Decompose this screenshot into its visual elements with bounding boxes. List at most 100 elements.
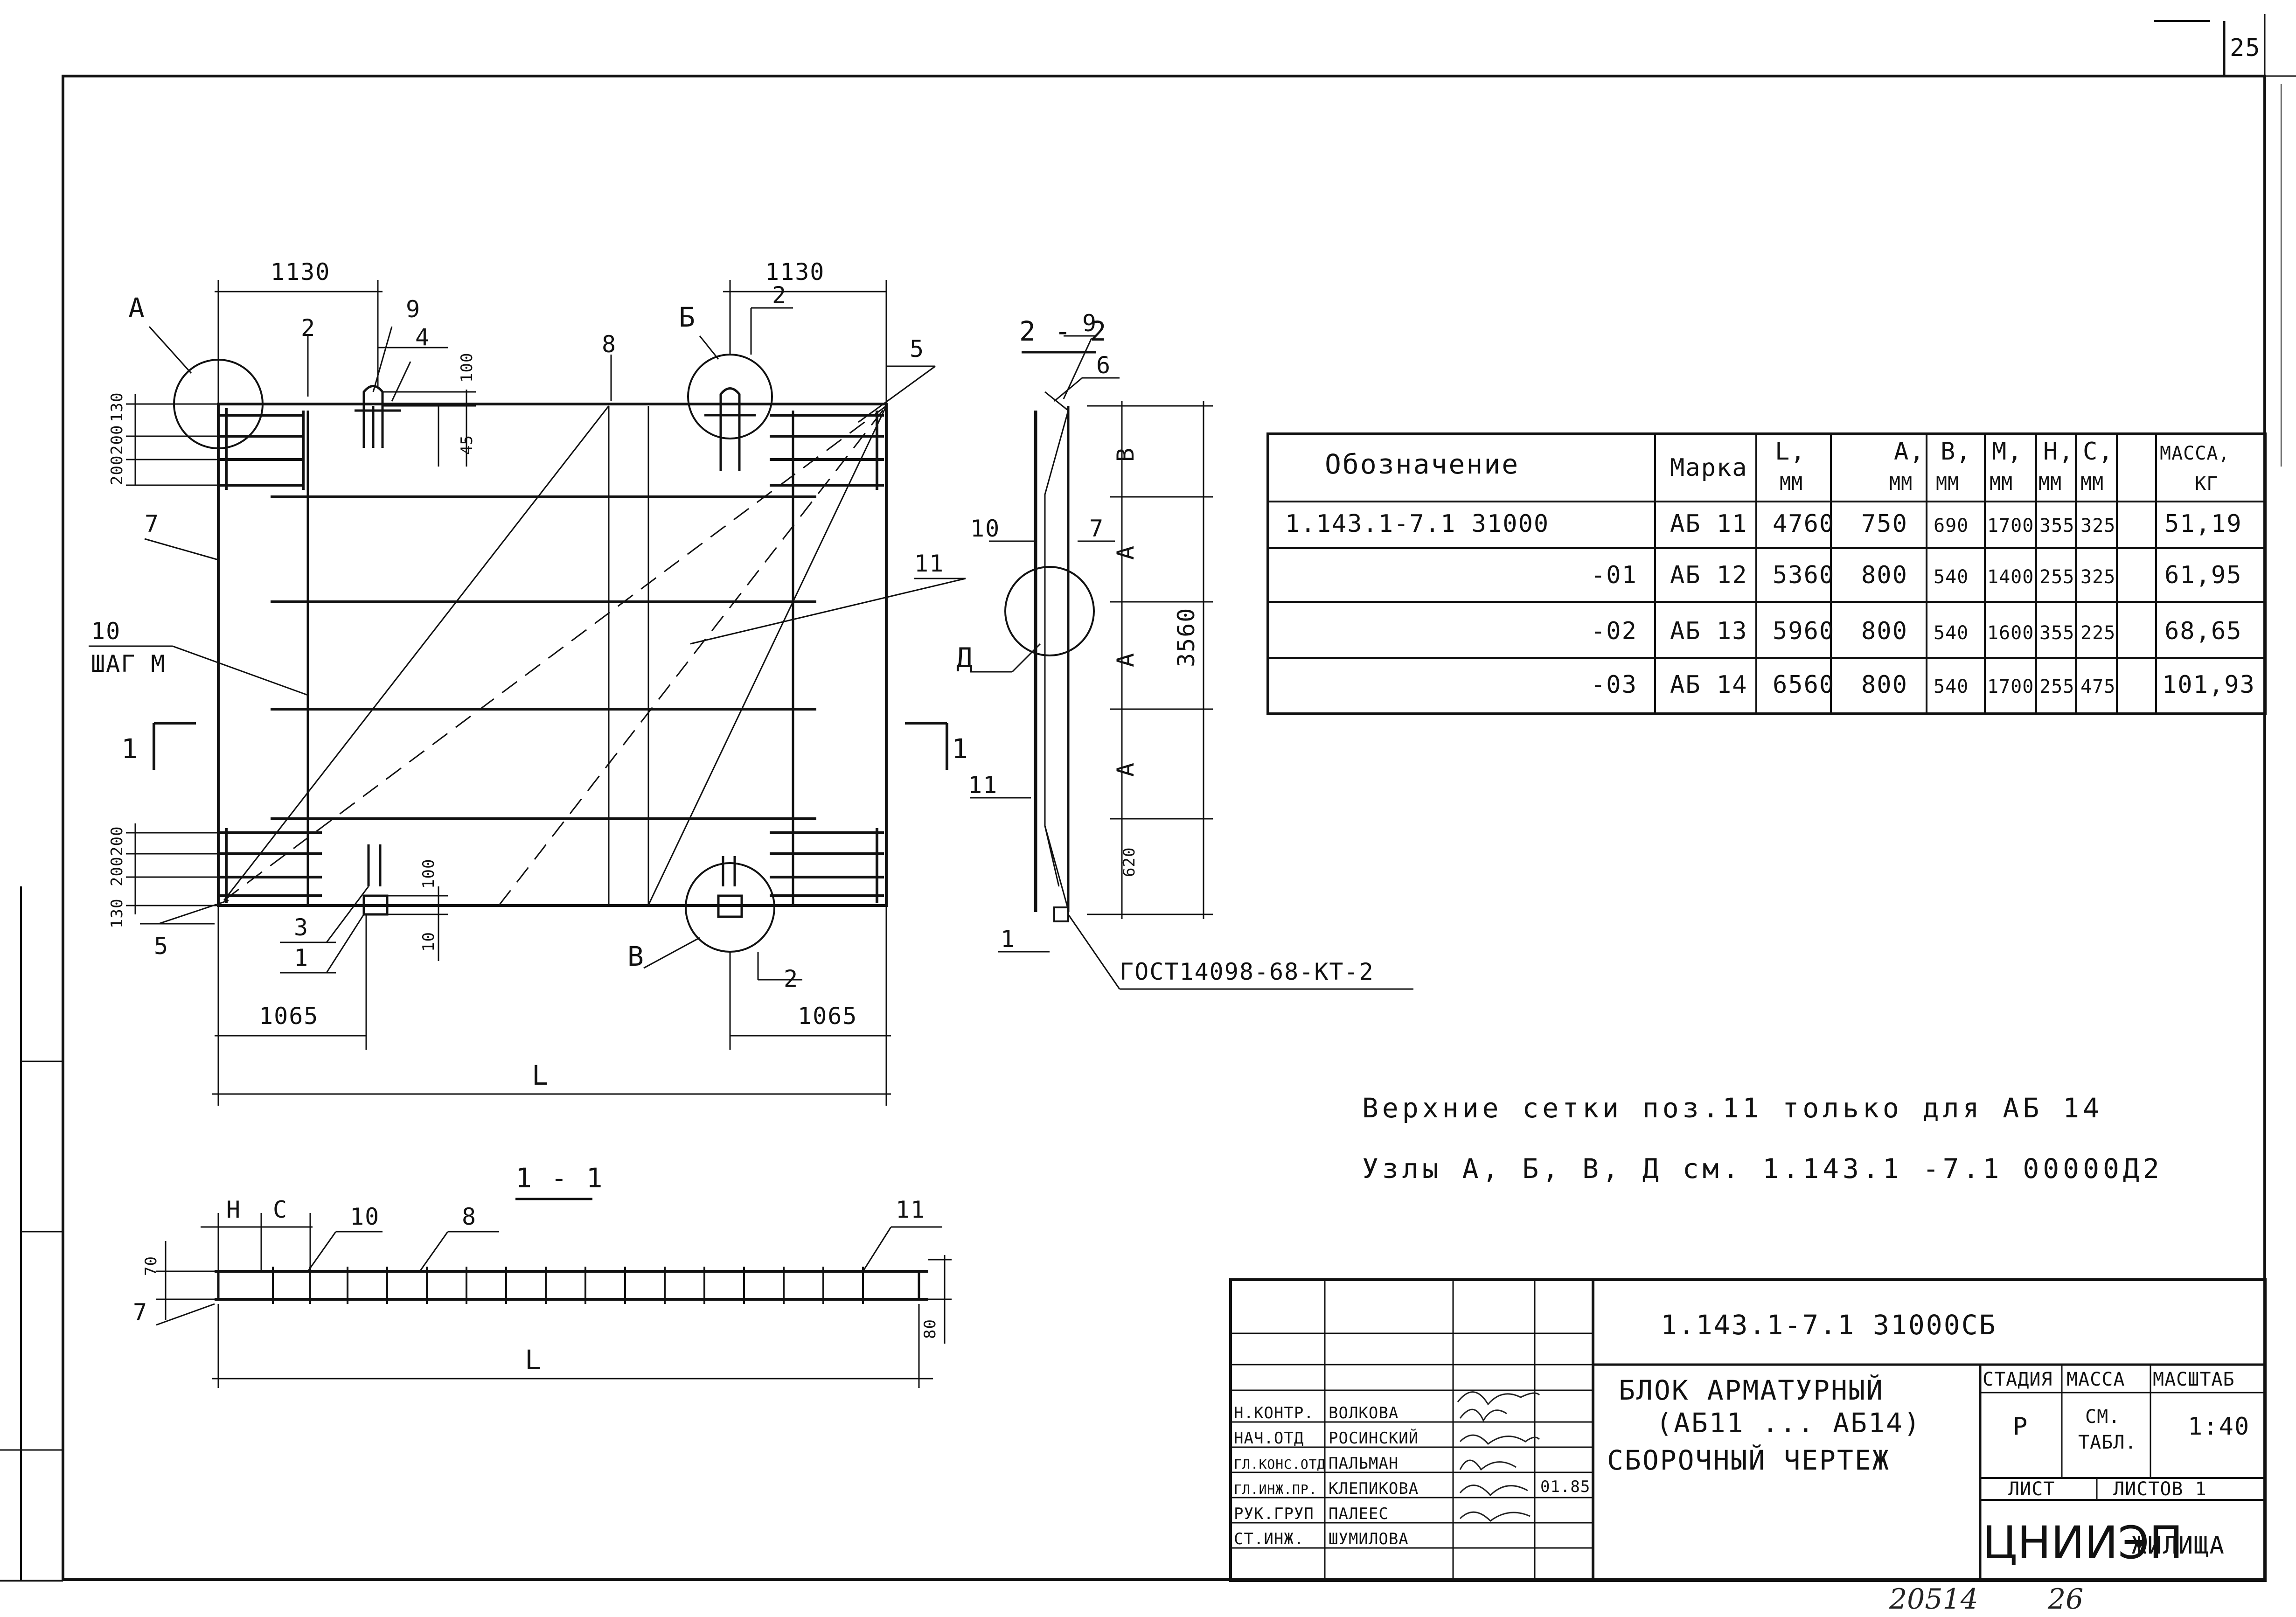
- staff-name-0: ВОЛКОВА: [1329, 1404, 1398, 1422]
- node-v-label: В: [627, 941, 645, 972]
- section-1-1-title: 1 - 1: [515, 1162, 604, 1194]
- dim-left-bottom-1: 200: [108, 826, 126, 856]
- td-r3-c: 475: [2080, 676, 2115, 697]
- dim-h: Н: [226, 1196, 241, 1223]
- td-r1-m: 1400: [1987, 566, 2034, 588]
- pos-1-s22: 1: [1001, 926, 1016, 953]
- plan-view: [89, 280, 966, 1106]
- org-small: ЖИЛИЩА: [2132, 1532, 2225, 1560]
- staff-role-4: РУК.ГРУП: [1234, 1505, 1314, 1523]
- dim-a2-s22: А: [1112, 652, 1139, 667]
- title-block: [1229, 1278, 2267, 1582]
- dim-3560-s22: 3560: [1173, 607, 1200, 667]
- dim-80: 80: [921, 1319, 939, 1339]
- section-2-2: [970, 335, 1413, 990]
- td-r0-m: 1700: [1987, 515, 2034, 537]
- left-bottom-mesh: [219, 828, 322, 903]
- staff-role-1: НАЧ.ОТД: [1234, 1429, 1304, 1448]
- th-mark: Марка: [1670, 454, 1748, 482]
- staff-name-1: РОСИНСКИЙ: [1329, 1429, 1419, 1448]
- dim-a3-s22: А: [1112, 762, 1139, 777]
- section-marks: [153, 722, 948, 770]
- main-bars: [271, 495, 816, 820]
- staff-role-0: Н.КОНТР.: [1234, 1404, 1314, 1422]
- td-r0-a: 750: [1861, 510, 1908, 538]
- pos-5-top: 5: [910, 335, 925, 362]
- archive-page: 26: [2047, 1583, 2083, 1616]
- pos-10-s11: 10: [350, 1203, 380, 1230]
- title-block-text: 1.143.1-7.1 31000СБ БЛОК АРМАТУРНЫЙ (АБ1…: [1234, 1309, 2249, 1569]
- section-mark-2-top: 2: [772, 282, 787, 309]
- dim-c: С: [273, 1196, 288, 1223]
- gost-label: ГОСТ14098-68-КТ-2: [1120, 958, 1374, 985]
- td-r2-l: 5960: [1773, 617, 1835, 645]
- th-c-top: С,: [2083, 438, 2114, 466]
- node-b-label: Б: [679, 301, 696, 333]
- td-r0-l: 4760: [1773, 510, 1835, 538]
- lifting-loop-top-right: [704, 387, 756, 471]
- right-top-mesh: [770, 411, 884, 490]
- pos-8-s11: 8: [462, 1203, 477, 1230]
- dim-top-right: 1130: [765, 258, 825, 286]
- mass-value-1: СМ.: [2085, 1406, 2120, 1428]
- lifting-loop-bottom-left: [362, 844, 389, 916]
- section-1-1: [156, 1198, 952, 1388]
- th-v-top: В,: [1941, 438, 1972, 466]
- td-r3-mass: 101,93: [2162, 671, 2255, 699]
- org-big: ЦНИИЭП: [1983, 1517, 2183, 1569]
- dim-bottom-right: 1065: [798, 1003, 857, 1030]
- staff-name-5: ШУМИЛОВА: [1329, 1530, 1409, 1548]
- vertical-bars: [306, 406, 794, 905]
- right-bottom-mesh: [770, 828, 884, 903]
- td-r3-a: 800: [1861, 671, 1908, 699]
- td-r2-v: 540: [1934, 622, 1969, 644]
- mass-value-2: ТАБЛ.: [2078, 1432, 2136, 1453]
- td-r1-l: 5360: [1773, 561, 1835, 589]
- pos-11-plan: 11: [914, 550, 944, 577]
- td-r2-a: 800: [1861, 617, 1908, 645]
- pos-3-plan: 3: [294, 914, 309, 941]
- pos-1-plan: 1: [294, 944, 309, 971]
- lifting-loop-bottom-right: [717, 856, 743, 918]
- staff-role-5: СТ.ИНЖ.: [1234, 1530, 1304, 1548]
- spec-table: [1266, 432, 2267, 715]
- dim-10: 10: [419, 932, 438, 952]
- sign-date: 01.85: [1540, 1478, 1590, 1496]
- th-v-bottom: ММ: [1936, 473, 1959, 495]
- td-r3-h: 255: [2039, 676, 2074, 697]
- th-mass-top: МАССА,: [2160, 443, 2230, 464]
- dim-left-bottom-2: 200: [108, 857, 126, 886]
- pos-10-plan: 10: [91, 618, 121, 645]
- td-r0-mass: 51,19: [2164, 510, 2242, 538]
- dim-v-s22: В: [1112, 447, 1139, 462]
- td-r1-a: 800: [1861, 561, 1908, 589]
- th-l-bottom: ММ: [1780, 473, 1803, 495]
- th-a-top: А,: [1894, 438, 1925, 466]
- dim-45: 45: [458, 435, 476, 455]
- plan-dimensions: [126, 280, 891, 1106]
- note-1: Верхние сетки поз.11 только для АБ 14: [1362, 1092, 2103, 1124]
- td-r0-mark: АБ 11: [1670, 510, 1748, 538]
- td-r3-v: 540: [1934, 676, 1969, 697]
- notes: Верхние сетки поз.11 только для АБ 14 Уз…: [1362, 1092, 2163, 1185]
- th-h-bottom: ММ: [2039, 473, 2062, 495]
- td-r1-designation: -01: [1591, 561, 1637, 589]
- pos-5-bottom: 5: [154, 933, 169, 960]
- th-a-bottom: ММ: [1889, 473, 1913, 495]
- section-2-2-labels: 2 - 2 9 6 10 7 Д 11 1 В А А А 620 3560 Г…: [956, 310, 1374, 985]
- th-m-top: М,: [1992, 438, 2023, 466]
- dim-top-left: 1130: [271, 258, 330, 286]
- td-r2-m: 1600: [1987, 622, 2034, 644]
- td-r1-v: 540: [1934, 566, 1969, 588]
- dim-left-top-2: 200: [108, 425, 126, 455]
- staff-name-3: КЛЕПИКОВА: [1329, 1479, 1419, 1498]
- dim-bottom-left: 1065: [259, 1003, 319, 1030]
- td-r1-h: 255: [2039, 566, 2074, 588]
- th-c-bottom: ММ: [2080, 473, 2104, 495]
- dim-620-s22: 620: [1120, 847, 1139, 877]
- pos-11-s11: 11: [896, 1196, 925, 1223]
- note-2: Узлы А, Б, В, Д см. 1.143.1 -7.1 00000Д2: [1362, 1153, 2163, 1185]
- dim-left-top-1: 200: [108, 455, 126, 485]
- td-r2-mass: 68,65: [2164, 617, 2242, 645]
- td-r2-c: 225: [2080, 622, 2115, 644]
